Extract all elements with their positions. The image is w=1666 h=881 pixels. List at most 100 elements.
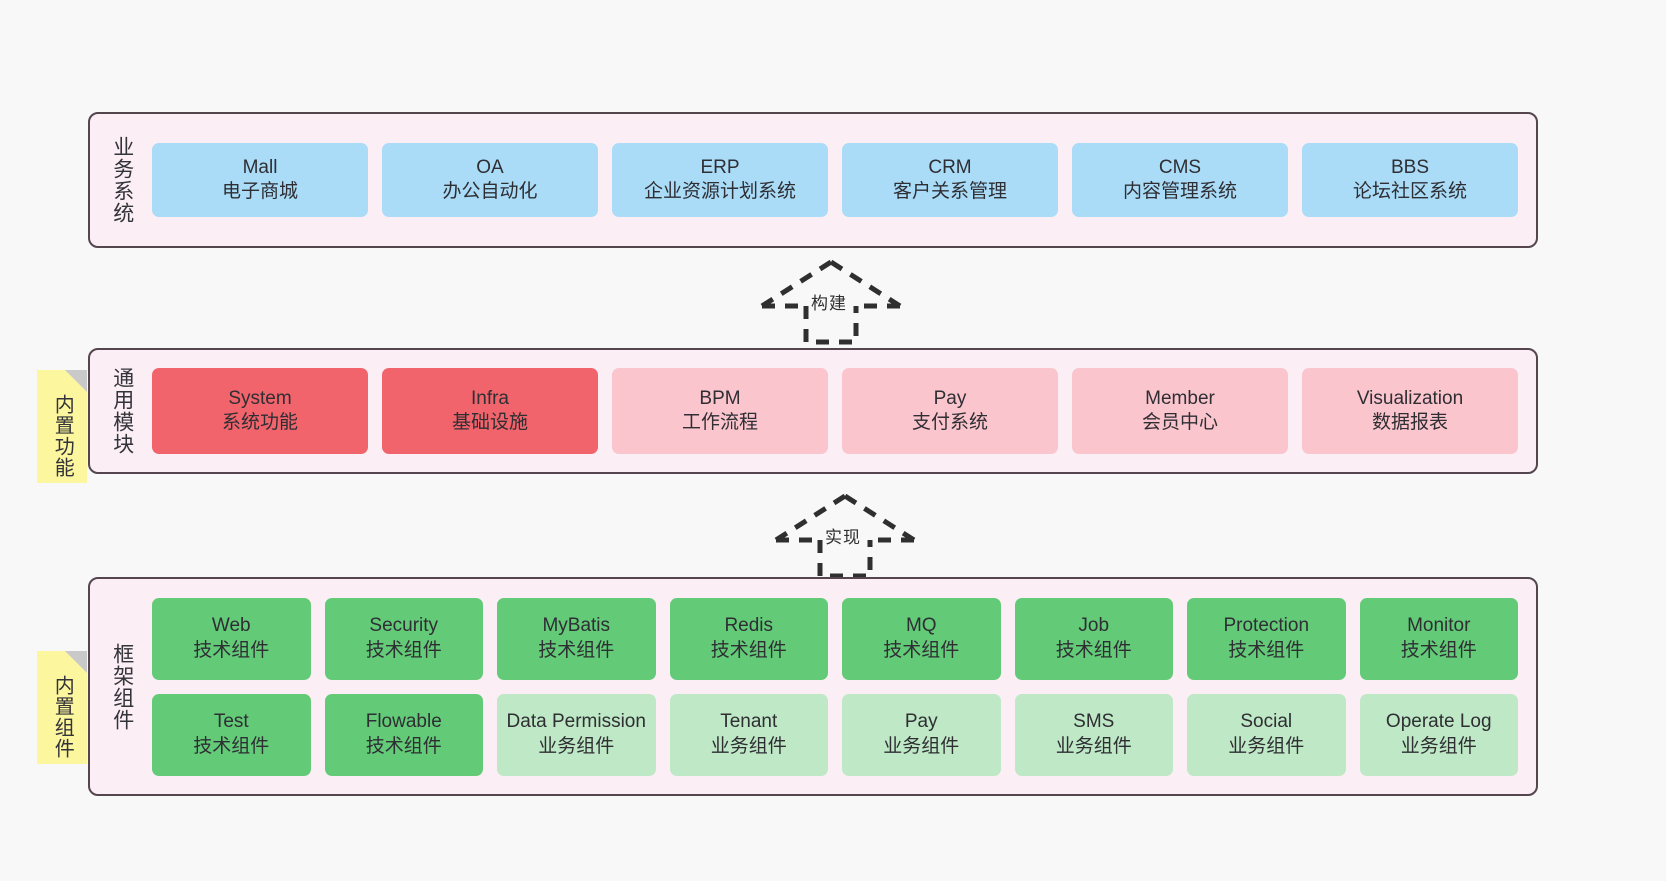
component-type-cn: 技术组件: [193, 639, 270, 661]
component-name-en: Job: [1078, 615, 1110, 637]
note-fold-icon: [65, 370, 87, 392]
component-name-en: Redis: [724, 615, 774, 637]
module-box-infra[interactable]: Infra 基础设施: [382, 368, 598, 454]
layer-title-framework: 框架组件: [110, 642, 134, 731]
module-name-en: Member: [1145, 387, 1215, 409]
component-type-cn: 技术组件: [365, 639, 442, 661]
sticky-note-builtin-components: 内置组件: [37, 651, 87, 764]
component-type-cn: 业务组件: [710, 735, 787, 757]
layer-framework-components: 框架组件 Web 技术组件 Security 技术组件 MyBatis 技术组件…: [88, 577, 1538, 796]
module-box-system[interactable]: System 系统功能: [152, 368, 368, 454]
layer-common-modules: 通用模块 System 系统功能 Infra 基础设施 BPM 工作流程 Pay…: [88, 348, 1538, 474]
component-box-pay[interactable]: Pay 业务组件: [842, 693, 1001, 776]
module-name-en: BBS: [1390, 156, 1430, 178]
module-name-cn: 企业资源计划系统: [643, 181, 796, 202]
module-name-cn: 支付系统: [911, 412, 988, 433]
layer-body-business: Mall 电子商城 OA 办公自动化 ERP 企业资源计划系统 CRM 客户关系…: [142, 114, 1536, 246]
module-name-cn: 数据报表: [1371, 412, 1448, 433]
component-box-monitor[interactable]: Monitor 技术组件: [1359, 597, 1518, 680]
component-type-cn: 技术组件: [883, 639, 960, 661]
component-type-cn: 技术组件: [1228, 639, 1305, 661]
component-name-en: Test: [213, 711, 249, 733]
layer-row: System 系统功能 Infra 基础设施 BPM 工作流程 Pay 支付系统…: [152, 368, 1518, 454]
module-box-visualization[interactable]: Visualization 数据报表: [1302, 368, 1518, 454]
connector-label-implement: 实现: [825, 528, 861, 547]
component-name-en: Web: [211, 615, 251, 637]
component-name-en: SMS: [1073, 711, 1115, 733]
module-box-oa[interactable]: OA 办公自动化: [382, 143, 598, 217]
component-box-protection[interactable]: Protection 技术组件: [1187, 597, 1346, 680]
module-box-member[interactable]: Member 会员中心: [1072, 368, 1288, 454]
module-name-cn: 工作流程: [681, 412, 758, 433]
module-name-cn: 基础设施: [451, 412, 528, 433]
module-box-bpm[interactable]: BPM 工作流程: [612, 368, 828, 454]
module-name-cn: 客户关系管理: [892, 181, 1007, 202]
note-fold-icon: [65, 651, 87, 673]
component-box-social[interactable]: Social 业务组件: [1187, 693, 1346, 776]
component-box-data-permission[interactable]: Data Permission 业务组件: [497, 693, 656, 776]
component-name-en: Data Permission: [506, 711, 646, 733]
component-type-cn: 技术组件: [538, 639, 615, 661]
module-name-en: Pay: [933, 387, 967, 409]
component-box-mq[interactable]: MQ 技术组件: [842, 597, 1001, 680]
sticky-note-text: 内置组件: [51, 674, 74, 759]
connector-implement: 实现: [772, 492, 918, 579]
module-name-en: System: [228, 387, 292, 409]
layer-business-systems: 业务系统 Mall 电子商城 OA 办公自动化 ERP 企业资源计划系统 CRM…: [88, 112, 1538, 248]
module-name-en: OA: [476, 156, 504, 178]
layer-row: Web 技术组件 Security 技术组件 MyBatis 技术组件 Redi…: [152, 597, 1518, 680]
component-box-redis[interactable]: Redis 技术组件: [669, 597, 828, 680]
module-name-cn: 系统功能: [221, 412, 298, 433]
component-name-en: Social: [1240, 711, 1293, 733]
component-type-cn: 技术组件: [1055, 639, 1132, 661]
sticky-note-text: 内置功能: [51, 393, 74, 478]
layer-body-common: System 系统功能 Infra 基础设施 BPM 工作流程 Pay 支付系统…: [142, 350, 1536, 472]
module-name-cn: 内容管理系统: [1122, 181, 1237, 202]
component-name-en: MQ: [905, 615, 937, 637]
component-name-en: Operate Log: [1385, 711, 1492, 733]
component-box-job[interactable]: Job 技术组件: [1014, 597, 1173, 680]
layer-row: Test 技术组件 Flowable 技术组件 Data Permission …: [152, 693, 1518, 776]
component-box-tenant[interactable]: Tenant 业务组件: [669, 693, 828, 776]
module-box-pay[interactable]: Pay 支付系统: [842, 368, 1058, 454]
component-name-en: Security: [369, 615, 439, 637]
component-box-operate-log[interactable]: Operate Log 业务组件: [1359, 693, 1518, 776]
module-box-bbs[interactable]: BBS 论坛社区系统: [1302, 143, 1518, 217]
component-box-mybatis[interactable]: MyBatis 技术组件: [497, 597, 656, 680]
module-name-en: CRM: [928, 156, 972, 178]
component-type-cn: 业务组件: [883, 735, 960, 757]
module-name-cn: 电子商城: [221, 181, 298, 202]
connector-build: 构建: [758, 258, 904, 345]
layer-title-business: 业务系统: [110, 136, 134, 224]
component-name-en: Protection: [1223, 615, 1310, 637]
component-type-cn: 技术组件: [1400, 639, 1477, 661]
component-name-en: Tenant: [720, 711, 778, 733]
module-name-en: Infra: [470, 387, 510, 409]
component-box-security[interactable]: Security 技术组件: [324, 597, 483, 680]
component-type-cn: 业务组件: [1055, 735, 1132, 757]
module-name-en: ERP: [700, 156, 740, 178]
component-name-en: MyBatis: [542, 615, 611, 637]
module-name-cn: 会员中心: [1141, 412, 1218, 433]
component-box-test[interactable]: Test 技术组件: [152, 693, 311, 776]
layer-row: Mall 电子商城 OA 办公自动化 ERP 企业资源计划系统 CRM 客户关系…: [152, 143, 1518, 217]
component-type-cn: 技术组件: [710, 639, 787, 661]
module-name-cn: 办公自动化: [442, 181, 538, 202]
arrow-shaft: [803, 306, 859, 345]
module-box-cms[interactable]: CMS 内容管理系统: [1072, 143, 1288, 217]
component-name-en: Monitor: [1407, 615, 1471, 637]
component-name-en: Pay: [904, 711, 938, 733]
component-box-sms[interactable]: SMS 业务组件: [1014, 693, 1173, 776]
arrow-shaft: [817, 540, 873, 579]
component-box-flowable[interactable]: Flowable 技术组件: [324, 693, 483, 776]
module-name-cn: 论坛社区系统: [1352, 181, 1467, 202]
module-name-en: Mall: [242, 156, 278, 178]
module-box-mall[interactable]: Mall 电子商城: [152, 143, 368, 217]
component-box-web[interactable]: Web 技术组件: [152, 597, 311, 680]
component-name-en: Flowable: [365, 711, 442, 733]
module-name-en: BPM: [699, 387, 741, 409]
module-box-erp[interactable]: ERP 企业资源计划系统: [612, 143, 828, 217]
component-type-cn: 技术组件: [193, 735, 270, 757]
module-box-crm[interactable]: CRM 客户关系管理: [842, 143, 1058, 217]
